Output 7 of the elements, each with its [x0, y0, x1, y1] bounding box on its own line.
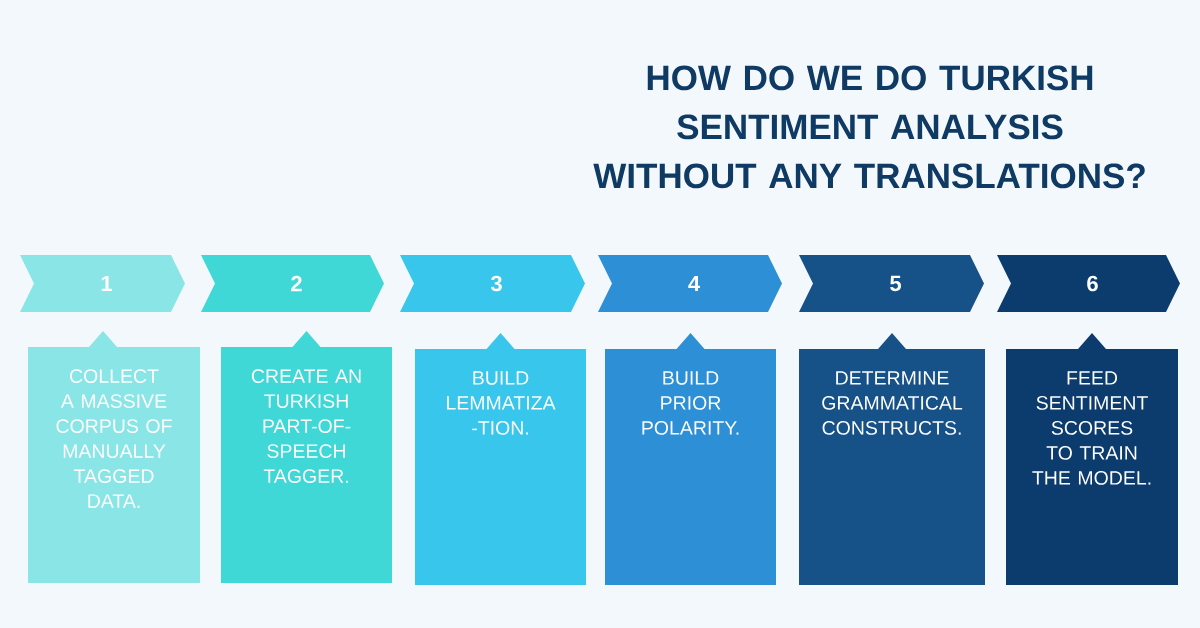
step-box: BUILD LEMMATIZA -TION.	[415, 333, 586, 585]
step-box: BUILD PRIOR POLARITY.	[605, 333, 776, 585]
step-box: FEED SENTIMENT SCORES TO TRAIN THE MODEL.	[1006, 333, 1178, 585]
step-box: DETERMINE GRAMMATICAL CONSTRUCTS.	[799, 333, 985, 585]
step-box: CREATE AN TURKISH PART-OF- SPEECH TAGGER.	[221, 331, 392, 583]
title: HOW DO WE DO TURKISH SENTIMENT ANALYSIS WITHOUT ANY TRANSLATIONS?	[593, 65, 1145, 189]
step-box: COLLECT A MASSIVE CORPUS OF MANUALLY TAGGED DATA.	[28, 331, 200, 583]
